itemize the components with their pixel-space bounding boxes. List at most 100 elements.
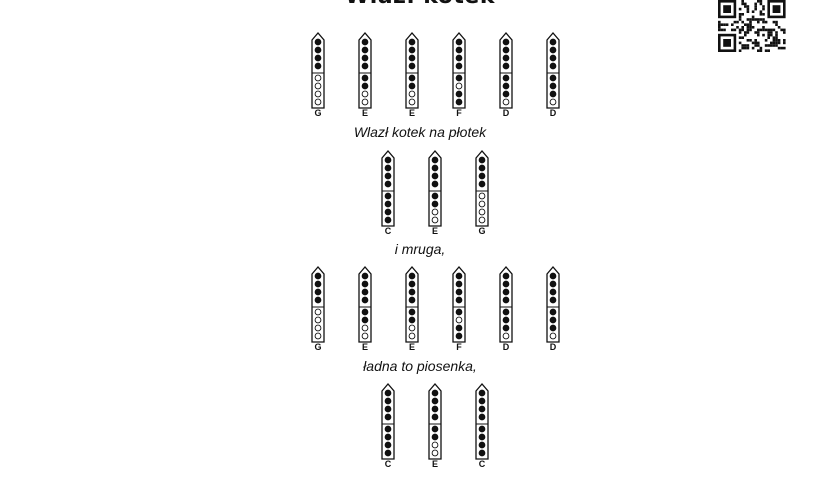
- note-label: C: [384, 226, 392, 236]
- covered-hole: [502, 316, 510, 324]
- covered-hole: [478, 425, 486, 433]
- covered-hole: [549, 54, 557, 62]
- covered-hole: [478, 172, 486, 180]
- covered-hole: [502, 62, 510, 70]
- covered-hole: [384, 200, 392, 208]
- covered-hole: [384, 397, 392, 405]
- covered-hole: [502, 280, 510, 288]
- flute-fingering-diagram: [404, 266, 420, 344]
- covered-hole: [384, 405, 392, 413]
- covered-hole: [408, 280, 416, 288]
- covered-hole: [314, 272, 322, 280]
- covered-hole: [549, 90, 557, 98]
- open-hole: [549, 332, 557, 340]
- covered-hole: [408, 62, 416, 70]
- covered-hole: [502, 46, 510, 54]
- covered-hole: [478, 180, 486, 188]
- note-label: E: [408, 108, 415, 118]
- flute-fingering-diagram: [427, 383, 443, 461]
- note-label: D: [502, 342, 510, 352]
- note-label: D: [549, 342, 557, 352]
- flute-fingering-diagram: [451, 266, 467, 344]
- covered-hole: [478, 389, 486, 397]
- open-hole: [361, 332, 369, 340]
- covered-hole: [549, 316, 557, 324]
- covered-hole: [431, 164, 439, 172]
- covered-hole: [361, 62, 369, 70]
- covered-hole: [455, 90, 463, 98]
- open-hole: [478, 216, 486, 224]
- flute-fingering-diagram: [451, 32, 467, 110]
- open-hole: [408, 332, 416, 340]
- covered-hole: [502, 272, 510, 280]
- flute-fingering-diagram: [474, 383, 490, 461]
- covered-hole: [314, 288, 322, 296]
- covered-hole: [502, 308, 510, 316]
- covered-hole: [431, 425, 439, 433]
- covered-hole: [502, 74, 510, 82]
- covered-hole: [455, 38, 463, 46]
- covered-hole: [549, 280, 557, 288]
- covered-hole: [384, 180, 392, 188]
- note-label: G: [314, 342, 322, 352]
- covered-hole: [455, 280, 463, 288]
- note-label: E: [431, 226, 438, 236]
- flute-fingering-diagram: [498, 266, 514, 344]
- covered-hole: [384, 413, 392, 421]
- flute-fingering-diagram: [380, 383, 396, 461]
- covered-hole: [455, 332, 463, 340]
- flute-fingering-diagram: [310, 266, 326, 344]
- covered-hole: [314, 38, 322, 46]
- lyric-line-1: Wlazł kotek na płotek: [353, 124, 487, 140]
- covered-hole: [384, 208, 392, 216]
- covered-hole: [384, 433, 392, 441]
- flute-fingering-diagram: [357, 32, 373, 110]
- note-label: C: [478, 459, 486, 469]
- open-hole: [314, 74, 322, 82]
- note-label: F: [456, 108, 462, 118]
- covered-hole: [549, 324, 557, 332]
- covered-hole: [431, 433, 439, 441]
- note-label: D: [549, 108, 557, 118]
- covered-hole: [408, 288, 416, 296]
- covered-hole: [549, 308, 557, 316]
- flute-fingering-diagram: [474, 150, 490, 228]
- open-hole: [502, 332, 510, 340]
- open-hole: [431, 449, 439, 457]
- covered-hole: [314, 46, 322, 54]
- open-hole: [408, 90, 416, 98]
- covered-hole: [361, 82, 369, 90]
- covered-hole: [431, 172, 439, 180]
- note-label: E: [431, 459, 438, 469]
- covered-hole: [502, 82, 510, 90]
- covered-hole: [502, 296, 510, 304]
- covered-hole: [478, 164, 486, 172]
- covered-hole: [384, 389, 392, 397]
- covered-hole: [478, 441, 486, 449]
- covered-hole: [384, 172, 392, 180]
- note-label: G: [478, 226, 486, 236]
- covered-hole: [431, 397, 439, 405]
- note-label: C: [384, 459, 392, 469]
- covered-hole: [455, 324, 463, 332]
- flute-fingering-diagram: [545, 266, 561, 344]
- covered-hole: [455, 98, 463, 106]
- open-hole: [314, 90, 322, 98]
- covered-hole: [549, 82, 557, 90]
- covered-hole: [478, 397, 486, 405]
- covered-hole: [408, 38, 416, 46]
- open-hole: [455, 316, 463, 324]
- covered-hole: [455, 74, 463, 82]
- open-hole: [502, 98, 510, 106]
- covered-hole: [361, 296, 369, 304]
- open-hole: [314, 316, 322, 324]
- song-title: Wlazł kotek: [0, 0, 840, 9]
- covered-hole: [478, 433, 486, 441]
- covered-hole: [549, 38, 557, 46]
- covered-hole: [384, 216, 392, 224]
- open-hole: [455, 82, 463, 90]
- note-label: E: [408, 342, 415, 352]
- flute-fingering-diagram: [404, 32, 420, 110]
- open-hole: [549, 98, 557, 106]
- open-hole: [408, 324, 416, 332]
